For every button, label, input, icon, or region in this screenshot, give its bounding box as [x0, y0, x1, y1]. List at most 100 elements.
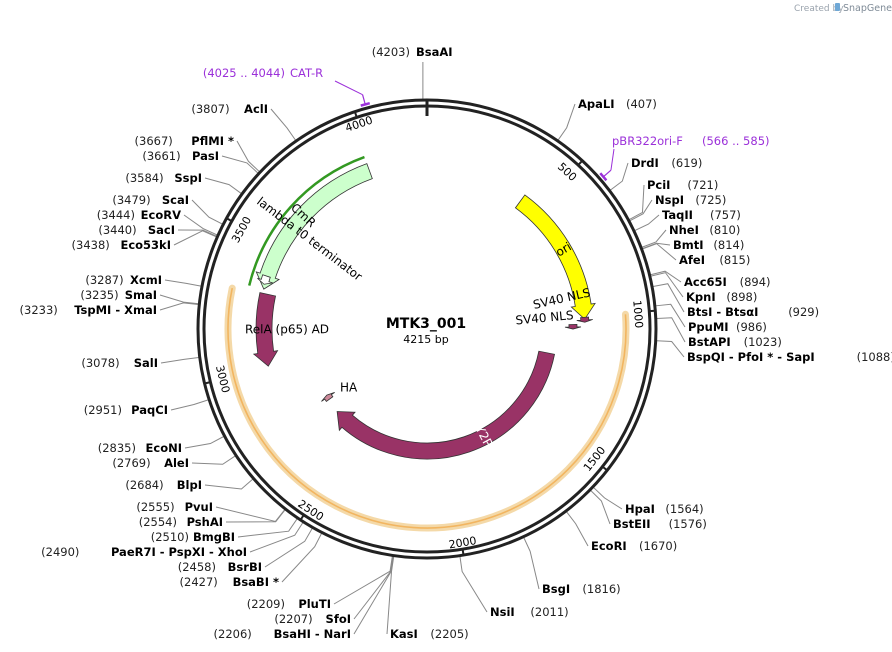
- site-bspqi-pfoi-sapi: (1088)BspQI - PfoI * - SapI: [687, 350, 892, 364]
- site-kpni: (898) KpnI: [686, 290, 757, 304]
- feature-nls1: [576, 316, 593, 323]
- site-leader: [173, 230, 217, 246]
- site-position: (3233): [20, 303, 58, 317]
- site-name: HpaI: [625, 502, 655, 516]
- site-hpai: (1564)HpaI: [625, 502, 704, 516]
- site-bmti: (814)BmtI: [673, 238, 744, 252]
- site-leader: [566, 511, 589, 547]
- site-name: TaqII: [662, 208, 693, 222]
- site-pasi: (3661)PasI: [142, 149, 219, 163]
- site-leader: [160, 356, 199, 364]
- site-position: (898): [726, 290, 757, 304]
- site-leader: [656, 317, 686, 343]
- site-kasi: (2205)KasI: [390, 627, 469, 641]
- site-position: (3479): [112, 193, 150, 207]
- site-leader: [610, 162, 629, 191]
- site-leader: [159, 294, 199, 305]
- watermark-prefix: Created by: [794, 4, 844, 14]
- site-name: BsrBI: [228, 560, 262, 574]
- site-position: (2555): [136, 500, 174, 514]
- highlight-arc: [227, 287, 627, 529]
- site-leader: [353, 556, 394, 620]
- primer-name: CAT-R: [290, 66, 323, 80]
- site-taqii: (757)TaqII: [662, 208, 741, 222]
- site-position: (2769): [112, 456, 150, 470]
- site-name: Eco53kI: [120, 238, 171, 252]
- site-position: (810): [709, 223, 740, 237]
- site-position: (721): [687, 178, 718, 192]
- site-name: XcmI: [130, 273, 162, 287]
- site-name: NsiI: [490, 605, 515, 619]
- site-name: PluTI: [298, 597, 331, 611]
- site-position: (2510): [151, 530, 189, 544]
- site-blpi: (2684)BlpI: [125, 478, 202, 492]
- site-afei: (815)AfeI: [679, 253, 750, 267]
- site-sspi: (3584)SspI: [125, 171, 202, 185]
- site-position: (814): [713, 238, 744, 252]
- site-leader: [170, 399, 209, 411]
- feature-highlights: [224, 155, 630, 532]
- site-eco53ki: (3438) Eco53kI: [72, 238, 171, 252]
- site-name: KpnI: [686, 290, 716, 304]
- site-position: (2207): [274, 612, 312, 626]
- site-name: PciI: [647, 178, 670, 192]
- site-leader: [264, 528, 313, 568]
- site-leader: [523, 537, 540, 590]
- site-name: KasI: [390, 627, 418, 641]
- primer-name: pBR322ori-F: [612, 134, 683, 148]
- site-position: (3235): [80, 288, 118, 302]
- site-position: (2011): [530, 605, 568, 619]
- site-leader: [215, 506, 286, 523]
- site-leader: [183, 214, 218, 236]
- site-leader: [164, 279, 202, 287]
- site-bsahi-nari: (2206) BsaHI - NarI: [214, 627, 351, 641]
- site-name: EcoRV: [141, 208, 181, 222]
- site-name: SalI: [134, 356, 158, 370]
- site-nsii: (2011) NsiI: [490, 605, 569, 619]
- tick-1000: [648, 309, 657, 313]
- site-scai: (3479)ScaI: [112, 193, 189, 207]
- tick-3500: [225, 216, 234, 223]
- site-name: BlpI: [177, 478, 202, 492]
- site-name: SspI: [174, 171, 202, 185]
- leader-lines: [159, 62, 686, 635]
- feature-label-ha: HA: [340, 381, 358, 395]
- site-leader: [593, 487, 623, 510]
- site-position: (1576): [669, 517, 707, 531]
- site-position: (3438): [72, 238, 110, 252]
- site-position: (2427): [180, 575, 218, 589]
- site-paer7i-pspxi-xhoi: (2490)PaeR7I - PspXI - XhoI: [41, 545, 247, 559]
- primer-range: (4025 .. 4044): [203, 66, 285, 80]
- site-position: (2206): [214, 627, 252, 641]
- site-bstapi: (1023)BstAPI: [688, 335, 782, 349]
- site-saci: (3440)SacI: [98, 223, 175, 237]
- site-position: (894): [740, 275, 771, 289]
- tick-label-3000: 3000: [213, 364, 232, 394]
- site-name: PpuMI: [688, 320, 729, 334]
- site-acc65i: (894) Acc65I: [684, 275, 771, 289]
- primer-connector-pbr322ori-f: [610, 148, 615, 171]
- site-position: (3287): [85, 273, 123, 287]
- site-leader: [236, 140, 260, 172]
- cmr-line: [248, 155, 365, 286]
- site-ecorv: (3444)EcoRV: [97, 208, 181, 222]
- site-name: BsaAI: [416, 45, 453, 59]
- site-name: AfeI: [679, 253, 705, 267]
- site-pvui: (2555)PvuI: [136, 500, 213, 514]
- site-position: (3807): [191, 102, 229, 116]
- primer-connector-cat-r: [334, 80, 363, 96]
- site-name: BsaHI - NarI: [274, 627, 351, 641]
- site-name: Acc65I: [684, 275, 727, 289]
- site-name: EcoRI: [591, 539, 627, 553]
- site-position: (619): [671, 156, 702, 170]
- site-nspi: (725)NspI: [655, 193, 726, 207]
- site-position: (2835): [98, 441, 136, 455]
- feature-label-nls2: SV40 NLS: [515, 308, 574, 327]
- site-leader: [237, 518, 298, 538]
- site-name: PaeR7I - PspXI - XhoI: [111, 545, 247, 559]
- site-tspmi-xmai: (3233)TspMI - XmaI: [20, 303, 157, 317]
- site-leader: [650, 272, 684, 298]
- site-acli: (3807)AclI: [191, 102, 268, 116]
- site-sali: (3078)SalI: [81, 356, 158, 370]
